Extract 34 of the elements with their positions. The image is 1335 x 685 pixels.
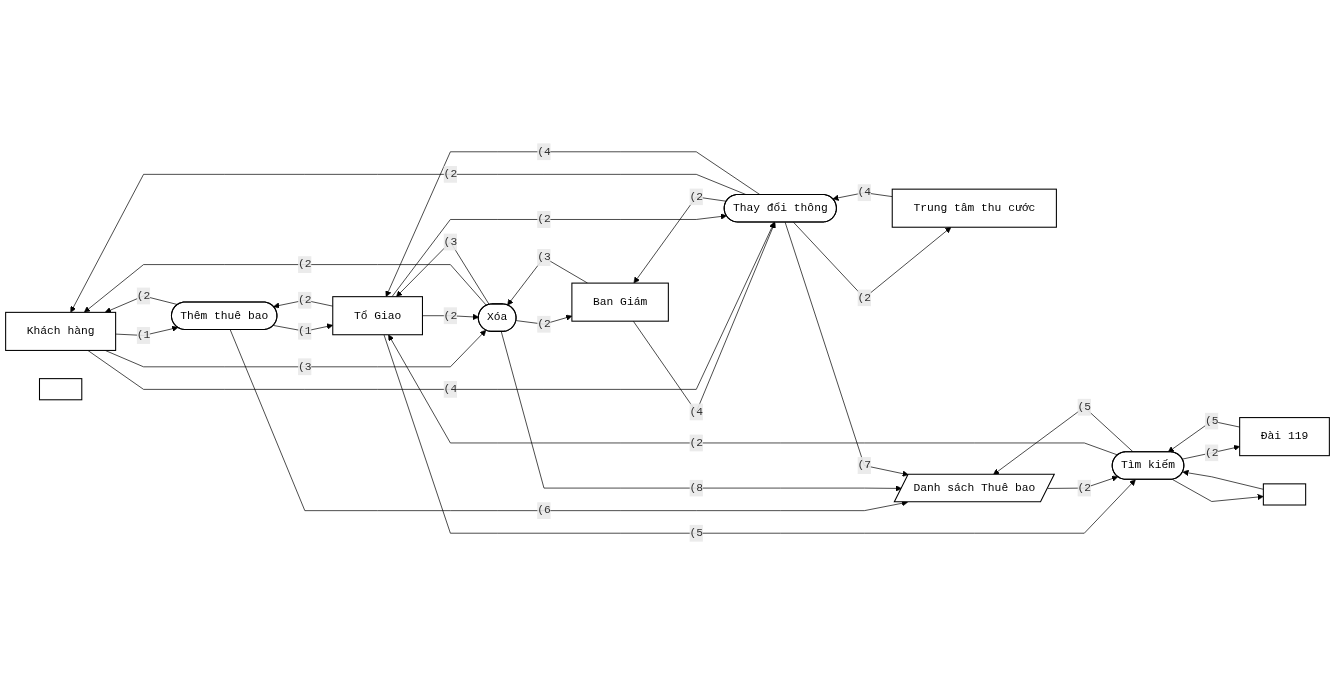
edge-label: (2 xyxy=(537,317,551,331)
edge-label: (2 xyxy=(689,190,704,204)
edge-label: (4 xyxy=(443,383,458,396)
edge-label: (2 xyxy=(443,309,458,323)
edge-label: (5 xyxy=(1077,400,1092,414)
edge-label: (2 xyxy=(443,168,458,181)
edge-label: (8 xyxy=(689,481,704,495)
node-box: Khách hàng xyxy=(5,311,117,351)
node-box: Tổ Giao xyxy=(332,296,423,336)
node-box: Trung tâm thu cước xyxy=(891,188,1057,228)
edge-label: (2 xyxy=(857,291,872,305)
node-box xyxy=(38,378,83,401)
edge-label: (2 xyxy=(136,289,151,303)
edge-label: (6 xyxy=(537,504,551,517)
edge-label: (4 xyxy=(857,186,872,200)
node-box: Ban Giám xyxy=(571,282,669,322)
edge-label: (1 xyxy=(298,324,312,338)
edge-label: (4 xyxy=(689,405,704,419)
edge-label: (2 xyxy=(1204,446,1219,460)
edge-label: (2 xyxy=(537,213,551,226)
edge-label: (7 xyxy=(857,459,872,472)
edge-label: (3 xyxy=(537,251,551,264)
edge-label: (2 xyxy=(298,258,312,271)
edge-label: (3 xyxy=(298,360,312,374)
edge-label: (1 xyxy=(136,329,151,342)
node-box: Đài 119 xyxy=(1239,417,1330,457)
edge-label: (2 xyxy=(298,293,312,307)
edge-label: (2 xyxy=(1077,481,1092,495)
node-box xyxy=(1262,483,1307,506)
edge-label: (3 xyxy=(443,235,458,249)
edge-label: (2 xyxy=(689,436,704,450)
edge-label: (5 xyxy=(689,526,704,540)
edge-label: (5 xyxy=(1204,414,1219,428)
edge-label: (4 xyxy=(537,145,551,159)
